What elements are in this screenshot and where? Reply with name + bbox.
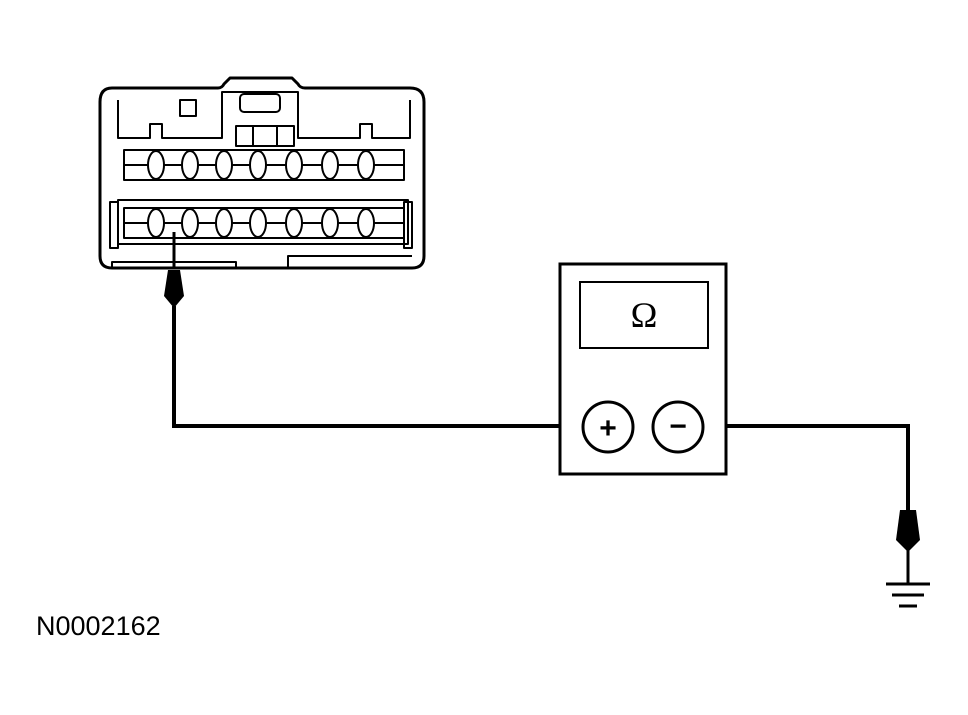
negative-symbol: − — [669, 410, 687, 443]
ground-probe-icon — [896, 510, 920, 584]
figure-id-label: N0002162 — [36, 611, 161, 641]
test-leads — [172, 306, 910, 510]
meter-display — [579, 281, 709, 349]
terminal-row — [147, 150, 375, 238]
terminal-pin — [249, 208, 267, 238]
terminal-pin — [357, 208, 375, 238]
ground-icon — [886, 582, 930, 608]
terminal-pin — [181, 150, 199, 180]
terminal-pin — [285, 150, 303, 180]
terminal-pin — [181, 208, 199, 238]
terminal-pin — [147, 208, 165, 238]
ohm-symbol: Ω — [631, 295, 658, 335]
terminal-pin — [357, 150, 375, 180]
terminal-pin — [321, 208, 339, 238]
terminal-pin — [249, 150, 267, 180]
terminal-pin — [215, 208, 233, 238]
positive-symbol: + — [599, 412, 617, 445]
ohmmeter: Ω + − — [558, 262, 728, 476]
terminal-pin — [215, 150, 233, 180]
terminal-pin — [147, 150, 165, 180]
terminal-pin — [321, 150, 339, 180]
negative-terminal — [651, 400, 705, 454]
positive-terminal — [581, 400, 635, 454]
terminal-pin — [285, 208, 303, 238]
probe-icon — [164, 232, 184, 308]
